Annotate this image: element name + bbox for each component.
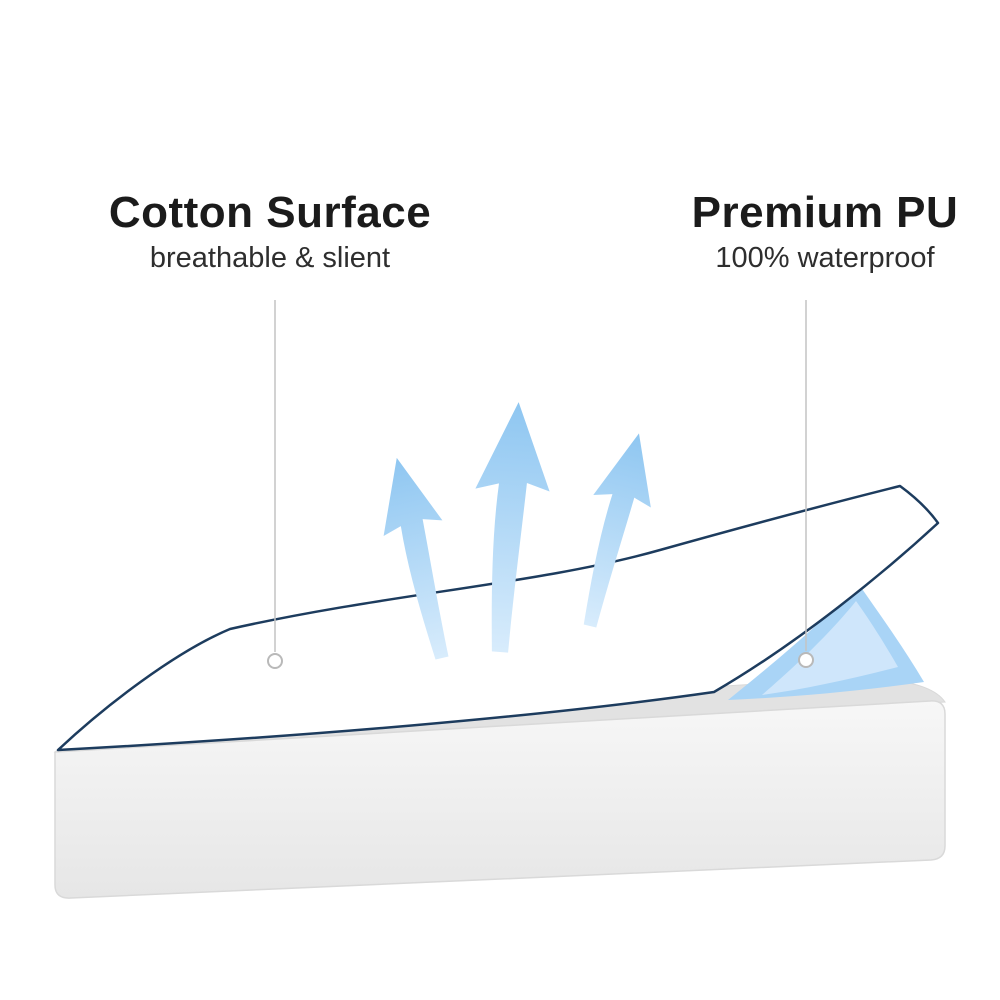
premium-pu-title: Premium PU xyxy=(691,188,959,237)
cotton-surface-title: Cotton Surface xyxy=(108,188,432,237)
premium-pu-subtitle: 100% waterproof xyxy=(715,242,935,275)
leader-lines xyxy=(274,300,807,652)
premium-pu-label-block: Premium PU 100% waterproof xyxy=(645,188,1000,275)
cotton-surface-subtitle: breathable & slient xyxy=(149,242,391,275)
mattress-front-face xyxy=(54,700,946,899)
anchor-dot-right xyxy=(798,652,814,668)
anchor-dots xyxy=(267,652,814,669)
cotton-surface-label-block: Cotton Surface breathable & slient xyxy=(60,188,480,275)
pu-layer-wedge-highlight xyxy=(762,601,898,695)
anchor-dot-left xyxy=(267,653,283,669)
